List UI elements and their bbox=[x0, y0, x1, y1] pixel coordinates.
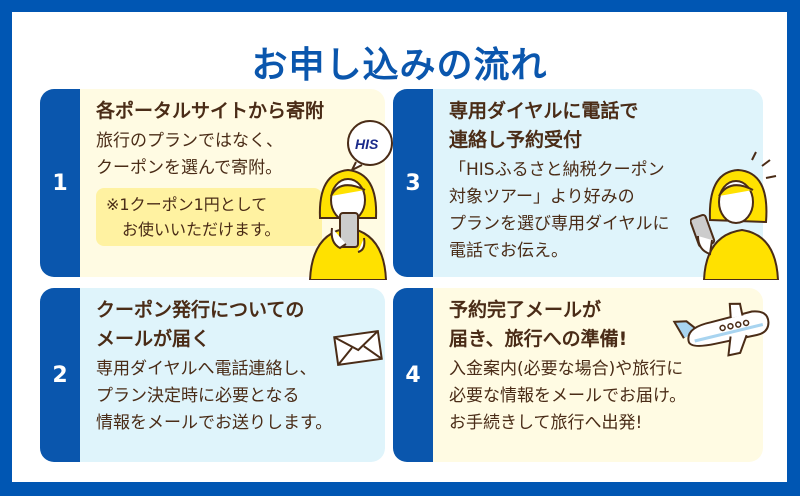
his-badge: HIS bbox=[355, 136, 379, 152]
page-title: お申し込みの流れ bbox=[251, 45, 548, 86]
step-heading: 専用ダイヤルに電話で 連絡し予約受付 bbox=[449, 100, 639, 151]
step-card-2: 2 クーポン発行についての メールが届く 専用ダイヤルへ電話連絡し、 プラン決定… bbox=[40, 288, 385, 462]
step-heading: クーポン発行についての メールが届く bbox=[96, 299, 305, 350]
step-text: 「HISふるさと納税クーポン 対象ツアー」より好みの プランを選び専用ダイヤルに… bbox=[449, 160, 670, 261]
step-number: 4 bbox=[393, 288, 433, 462]
step-text: 入金案内(必要な場合)や旅行に 必要な情報をメールでお届け。 お手続きして旅行へ… bbox=[449, 359, 687, 433]
step-card-4: 4 予約完了メールが 届き、旅行への準備! 入金案内(必要な場合)や旅行に 必要… bbox=[393, 288, 763, 462]
step-text: 旅行のプランではなく、 クーポンを選んで寄附。 bbox=[96, 131, 283, 178]
step-number: 1 bbox=[40, 89, 80, 277]
airplane-icon bbox=[672, 302, 770, 357]
step-number: 3 bbox=[393, 89, 433, 277]
step-heading: 予約完了メールが 届き、旅行への準備! bbox=[449, 299, 628, 350]
step-note: ※1クーポン1円として お使いいただけます。 bbox=[96, 188, 322, 246]
woman-with-phone-icon: HIS bbox=[308, 120, 393, 280]
step-number: 2 bbox=[40, 288, 80, 462]
woman-calling-icon bbox=[690, 151, 780, 280]
step-heading: 各ポータルサイトから寄附 bbox=[96, 100, 325, 122]
envelope-icon bbox=[333, 329, 383, 367]
step-text: 専用ダイヤルへ電話連絡し、 プラン決定時に必要となる 情報をメールでお送りします… bbox=[96, 359, 333, 433]
